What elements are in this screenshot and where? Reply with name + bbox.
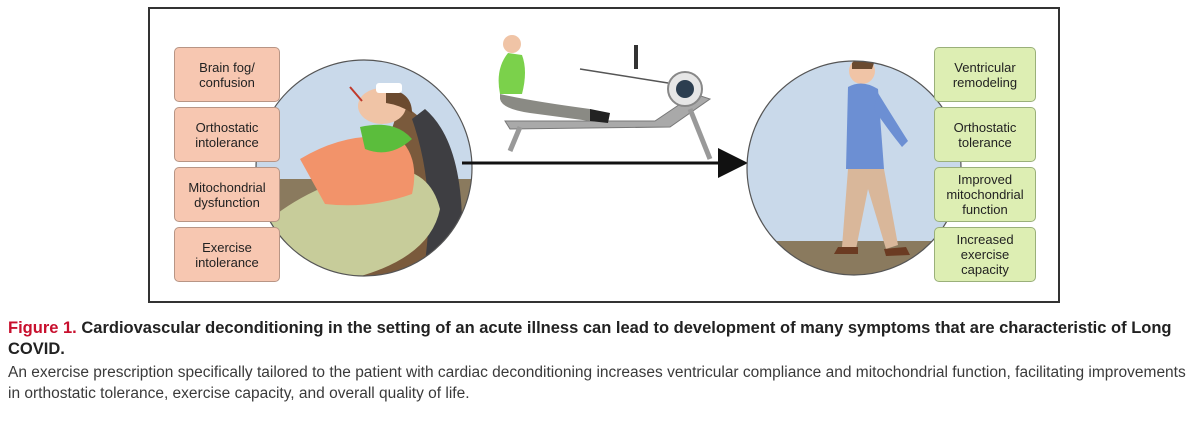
figure-number: Figure 1. xyxy=(8,319,77,337)
label-exercise-intolerance: Exercise intolerance xyxy=(174,227,280,282)
label-orthostatic-tolerance: Orthostatic tolerance xyxy=(934,107,1036,162)
caption-title: Cardiovascular deconditioning in the set… xyxy=(8,319,1172,358)
figure-caption: Figure 1. Cardiovascular deconditioning … xyxy=(8,318,1194,404)
figure-panel: Brain fog/ confusion Orthostatic intoler… xyxy=(148,7,1060,303)
label-brain-fog: Brain fog/ confusion xyxy=(174,47,280,102)
healthy-walker-scene xyxy=(746,60,962,276)
label-improved-mitochondrial-function: Improved mitochondrial function xyxy=(934,167,1036,222)
label-ventricular-remodeling: Ventricular remodeling xyxy=(934,47,1036,102)
label-increased-exercise-capacity: Increased exercise capacity xyxy=(934,227,1036,282)
figure-illustration xyxy=(255,35,962,277)
label-orthostatic-intolerance: Orthostatic intolerance xyxy=(174,107,280,162)
rowing-machine-scene xyxy=(498,35,713,160)
sick-patient-scene xyxy=(255,59,473,277)
caption-body: An exercise prescription specifically ta… xyxy=(8,364,1186,402)
label-mitochondrial-dysfunction: Mitochondrial dysfunction xyxy=(174,167,280,222)
